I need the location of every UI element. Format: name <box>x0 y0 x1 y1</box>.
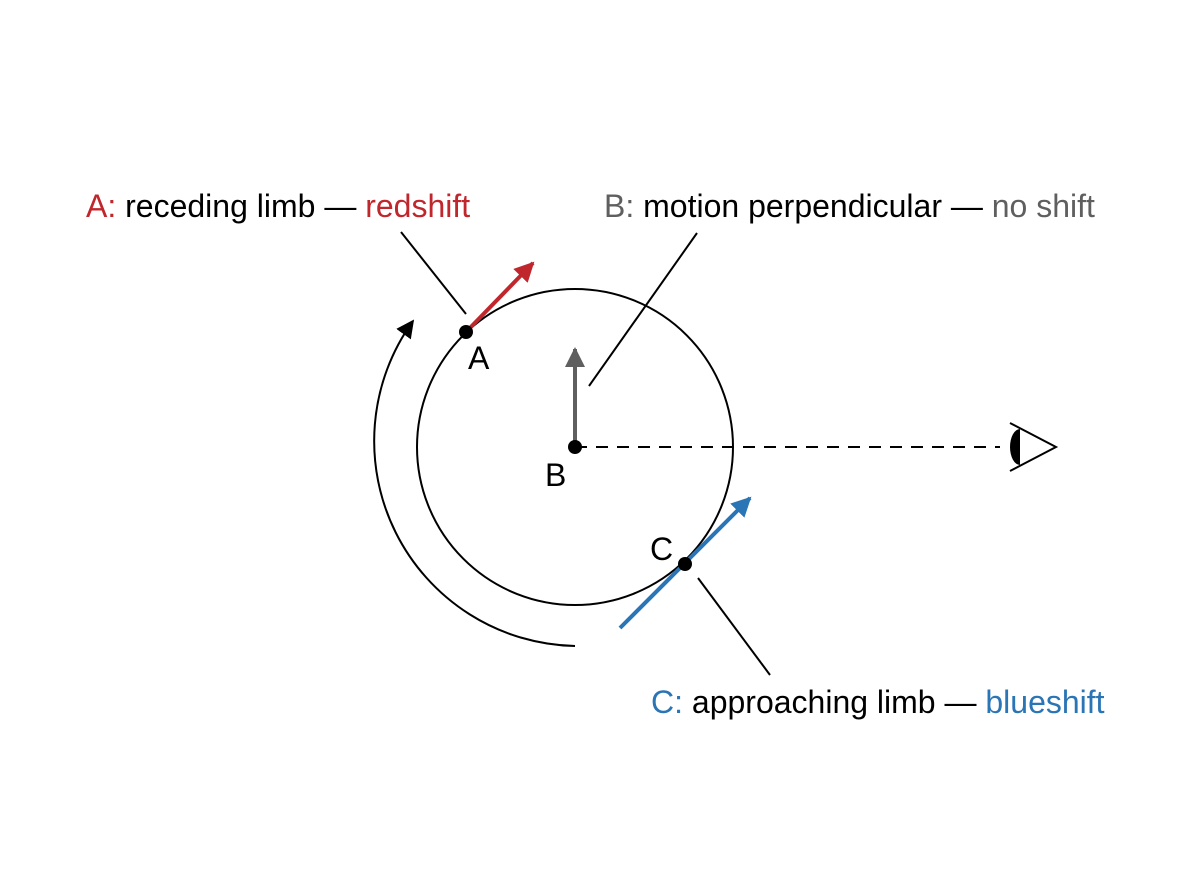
caption-c: C: approaching limb — blueshift <box>651 684 1105 720</box>
point-b-dot <box>568 440 582 454</box>
caption-b-text: motion perpendicular — <box>634 188 992 224</box>
point-a-dot <box>459 325 473 339</box>
rotation-arrow-icon <box>373 319 576 647</box>
caption-c-prefix: C: <box>651 684 683 720</box>
eye-icon <box>1009 422 1059 472</box>
caption-a: A: receding limb — redshift <box>86 188 470 224</box>
leader-line-c <box>697 577 771 676</box>
point-c-label: C <box>650 531 673 567</box>
point-b-label: B <box>545 457 566 493</box>
caption-a-shift: redshift <box>365 188 470 224</box>
caption-b: B: motion perpendicular — no shift <box>604 188 1095 224</box>
point-a-label: A <box>468 340 490 376</box>
caption-a-text: receding limb — <box>116 188 365 224</box>
point-c-dot <box>678 557 692 571</box>
caption-c-shift: blueshift <box>985 684 1104 720</box>
caption-c-text: approaching limb — <box>683 684 985 720</box>
caption-b-prefix: B: <box>604 188 634 224</box>
leader-line-a <box>400 231 467 315</box>
caption-b-shift: no shift <box>992 188 1095 224</box>
caption-a-prefix: A: <box>86 188 116 224</box>
leader-line-b <box>588 232 698 387</box>
velocity-arrow-a <box>464 261 535 334</box>
